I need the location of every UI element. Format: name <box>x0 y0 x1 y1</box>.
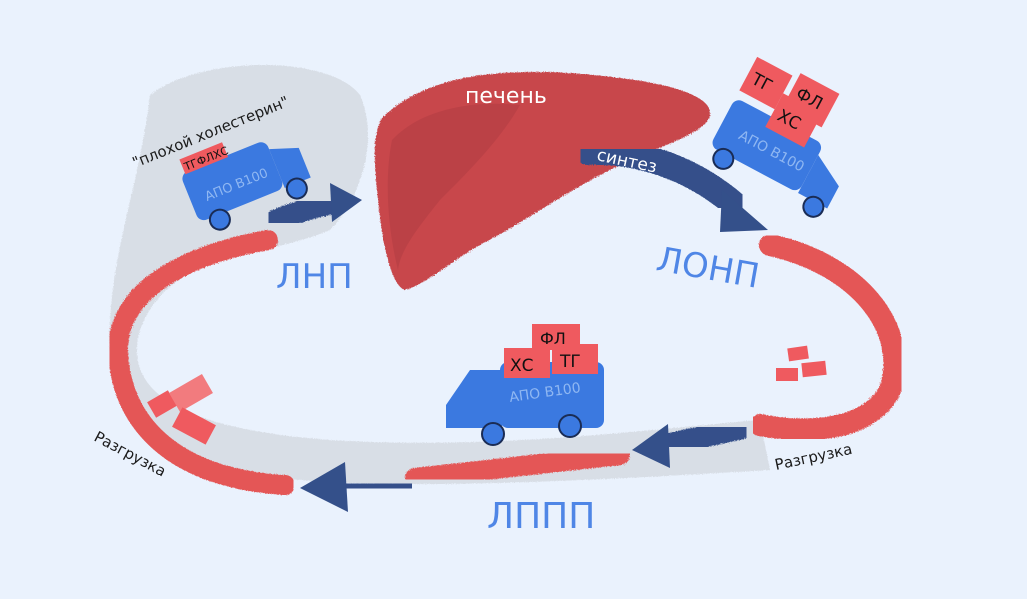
circulation-path-bottom <box>405 445 630 488</box>
truck-lnp-cab <box>269 147 311 189</box>
bottom-right-arrow-head <box>632 424 670 468</box>
lonp-label: ЛОНП <box>653 239 762 296</box>
liver-label: печень <box>465 84 547 109</box>
truck-lppp-cargo-fl: ФЛ <box>540 329 566 348</box>
liver-shade <box>387 103 520 270</box>
truck-lppp-body <box>500 362 604 428</box>
lnp-arrow-head <box>330 183 362 222</box>
truck-lnp: ТГФЛХС АПО В100 <box>179 142 311 231</box>
truck-lnp-body <box>182 142 283 221</box>
lpp-label: ЛППП <box>487 496 595 537</box>
lnp-label: ЛНП <box>276 257 353 297</box>
bottom-right-arrow <box>649 417 753 457</box>
truck-lnp-wheel-front <box>285 177 308 200</box>
circulation-path-right <box>749 234 906 441</box>
truck-lonp-wheel-rear <box>712 147 735 170</box>
dropped-cargo-left <box>147 373 216 445</box>
bottom-left-arrow-head <box>300 462 348 512</box>
truck-lonp-wheel-front <box>802 195 825 218</box>
truck-lppp-cargo-tg: ТГ <box>559 352 581 372</box>
truck-lonp-cab <box>798 155 839 209</box>
circulation-path-left <box>107 230 295 495</box>
unload-right-label: Разгрузка <box>773 440 854 474</box>
truck-lnp-wheel-rear <box>208 208 231 231</box>
dropped-cargo-right <box>776 345 827 381</box>
truck-lppp: АПО В100 ФЛ ХС ТГ <box>446 324 604 446</box>
truck-lppp-cargo-xc: ХС <box>510 356 534 376</box>
truck-lppp-wheel-front <box>481 422 505 446</box>
truck-lppp-wheel-rear <box>558 414 582 438</box>
truck-lonp-body <box>712 100 822 191</box>
truck-lppp-cab <box>446 370 502 428</box>
synthesis-arrow-head <box>720 190 768 232</box>
